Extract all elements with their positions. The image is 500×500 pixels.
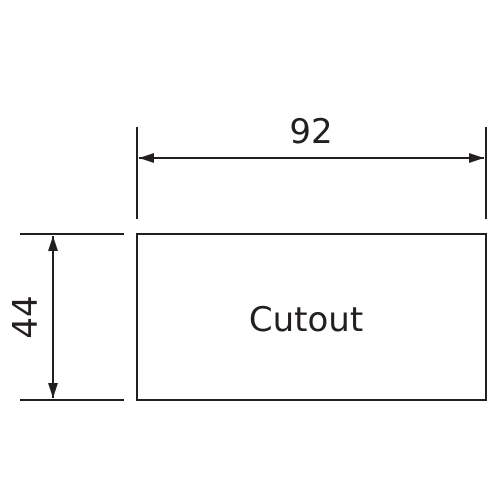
- height-dimension-label: 44: [6, 295, 46, 338]
- cutout-rectangle: [136, 233, 487, 401]
- height-arrow-bottom: [48, 383, 58, 398]
- width-arrow-left: [139, 153, 154, 163]
- height-arrow-top: [48, 236, 58, 251]
- cutout-label: Cutout: [249, 300, 363, 340]
- width-dimension-label: 92: [289, 112, 332, 152]
- width-arrow-right: [469, 153, 484, 163]
